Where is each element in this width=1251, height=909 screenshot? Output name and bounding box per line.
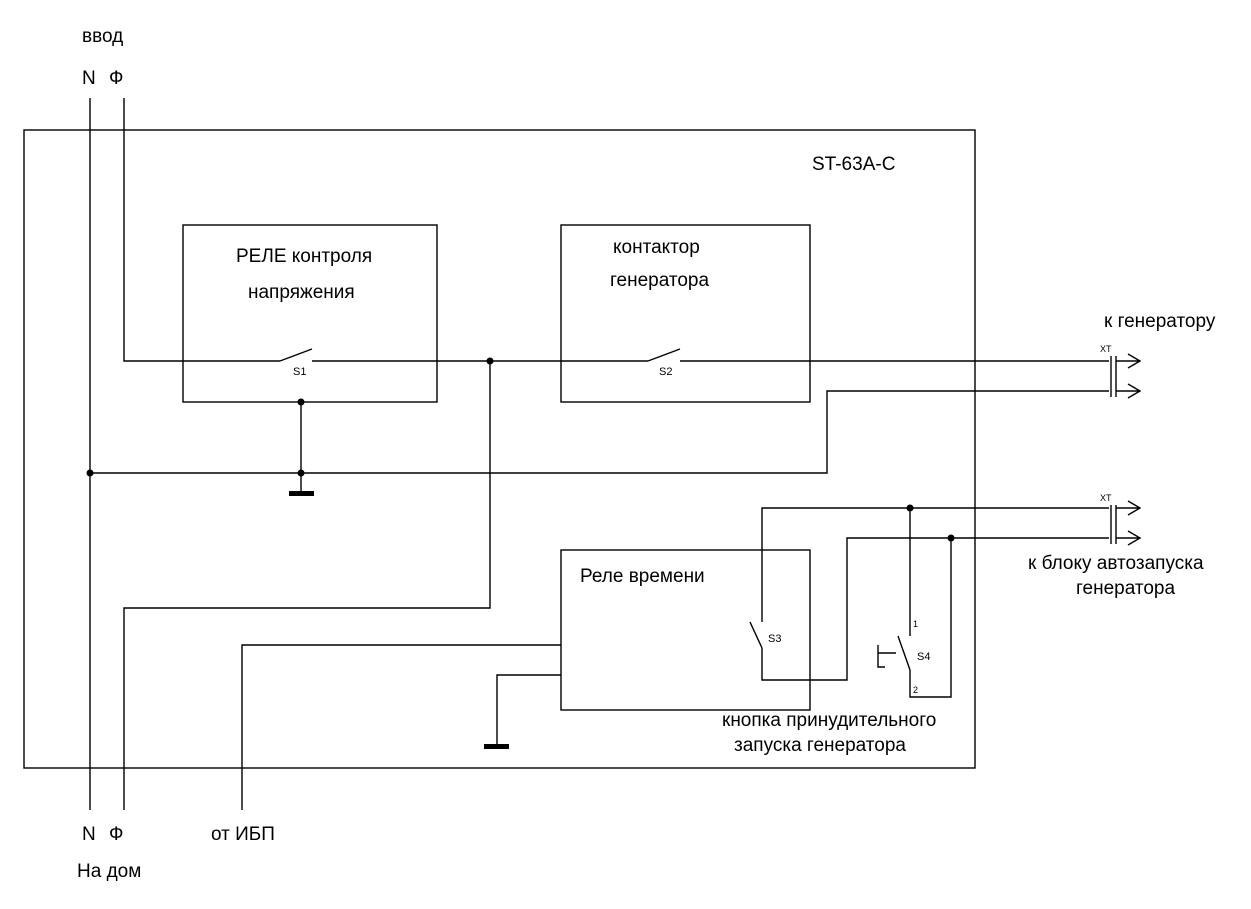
generator-terminal-label: XT: [1100, 344, 1112, 354]
switch-s1-contact: [279, 348, 313, 362]
button-pin-2: 2: [913, 685, 918, 695]
ups-wire: [241, 644, 561, 810]
voltage-relay-box: [182, 224, 438, 403]
button-pin-1: 1: [913, 619, 918, 629]
button-wire-bottom: [909, 538, 952, 698]
arrow-icon: [1116, 353, 1142, 369]
device-model: ST-63A-C: [812, 154, 895, 175]
ground-symbol: [289, 491, 314, 496]
output-title: На дом: [77, 861, 141, 882]
phase-input-wire: [123, 98, 280, 362]
arrow-icon: [1116, 530, 1142, 546]
input-n-label: N: [82, 68, 96, 89]
generator-contactor-title-2: генератора: [610, 270, 709, 291]
generator-contactor-box: [560, 224, 811, 403]
voltage-relay-title-1: РЕЛЕ контроля: [236, 246, 372, 267]
to-autostart-label-1: к блоку автозапуска: [1028, 553, 1204, 574]
time-relay-box: [560, 549, 811, 711]
to-generator-label: к генератору: [1104, 311, 1216, 332]
input-phase-label: Ф: [109, 68, 123, 89]
to-autostart-label-2: генератора: [1076, 578, 1175, 599]
time-relay-ground-wire: [496, 674, 561, 746]
voltage-relay-title-2: напряжения: [248, 282, 355, 303]
output-phase-label: Ф: [109, 824, 123, 845]
arrow-icon: [1116, 500, 1142, 516]
switch-s3-label: S3: [768, 633, 781, 645]
wire-to-generator-neutral: [90, 390, 1109, 474]
house-phase-wire: [123, 361, 491, 810]
switch-s4-contact: [897, 635, 911, 671]
autostart-wire-1: [761, 507, 1109, 622]
switch-s4-label: S4: [917, 651, 930, 663]
time-relay-title: Реле времени: [580, 566, 705, 587]
force-button-label-1: кнопка принудительного: [722, 710, 936, 731]
autostart-wire-2: [761, 537, 1109, 681]
device-enclosure: [23, 129, 976, 769]
switch-s1-label: S1: [293, 366, 306, 378]
force-button-label-2: запуска генератора: [734, 735, 906, 756]
junction-dot: [947, 534, 955, 542]
autostart-terminal-label: XT: [1100, 493, 1112, 503]
output-n-label: N: [82, 824, 96, 845]
arrow-icon: [1116, 383, 1142, 399]
switch-s2-contact: [647, 348, 681, 362]
ground-symbol: [484, 744, 509, 749]
push-button-icon: [877, 645, 896, 668]
switch-s2-label: S2: [659, 366, 672, 378]
generator-contactor-title-1: контактор: [613, 237, 700, 258]
input-title: ввод: [82, 26, 123, 47]
switch-s3-contact: [749, 621, 763, 649]
ups-label: от ИБП: [211, 824, 275, 845]
